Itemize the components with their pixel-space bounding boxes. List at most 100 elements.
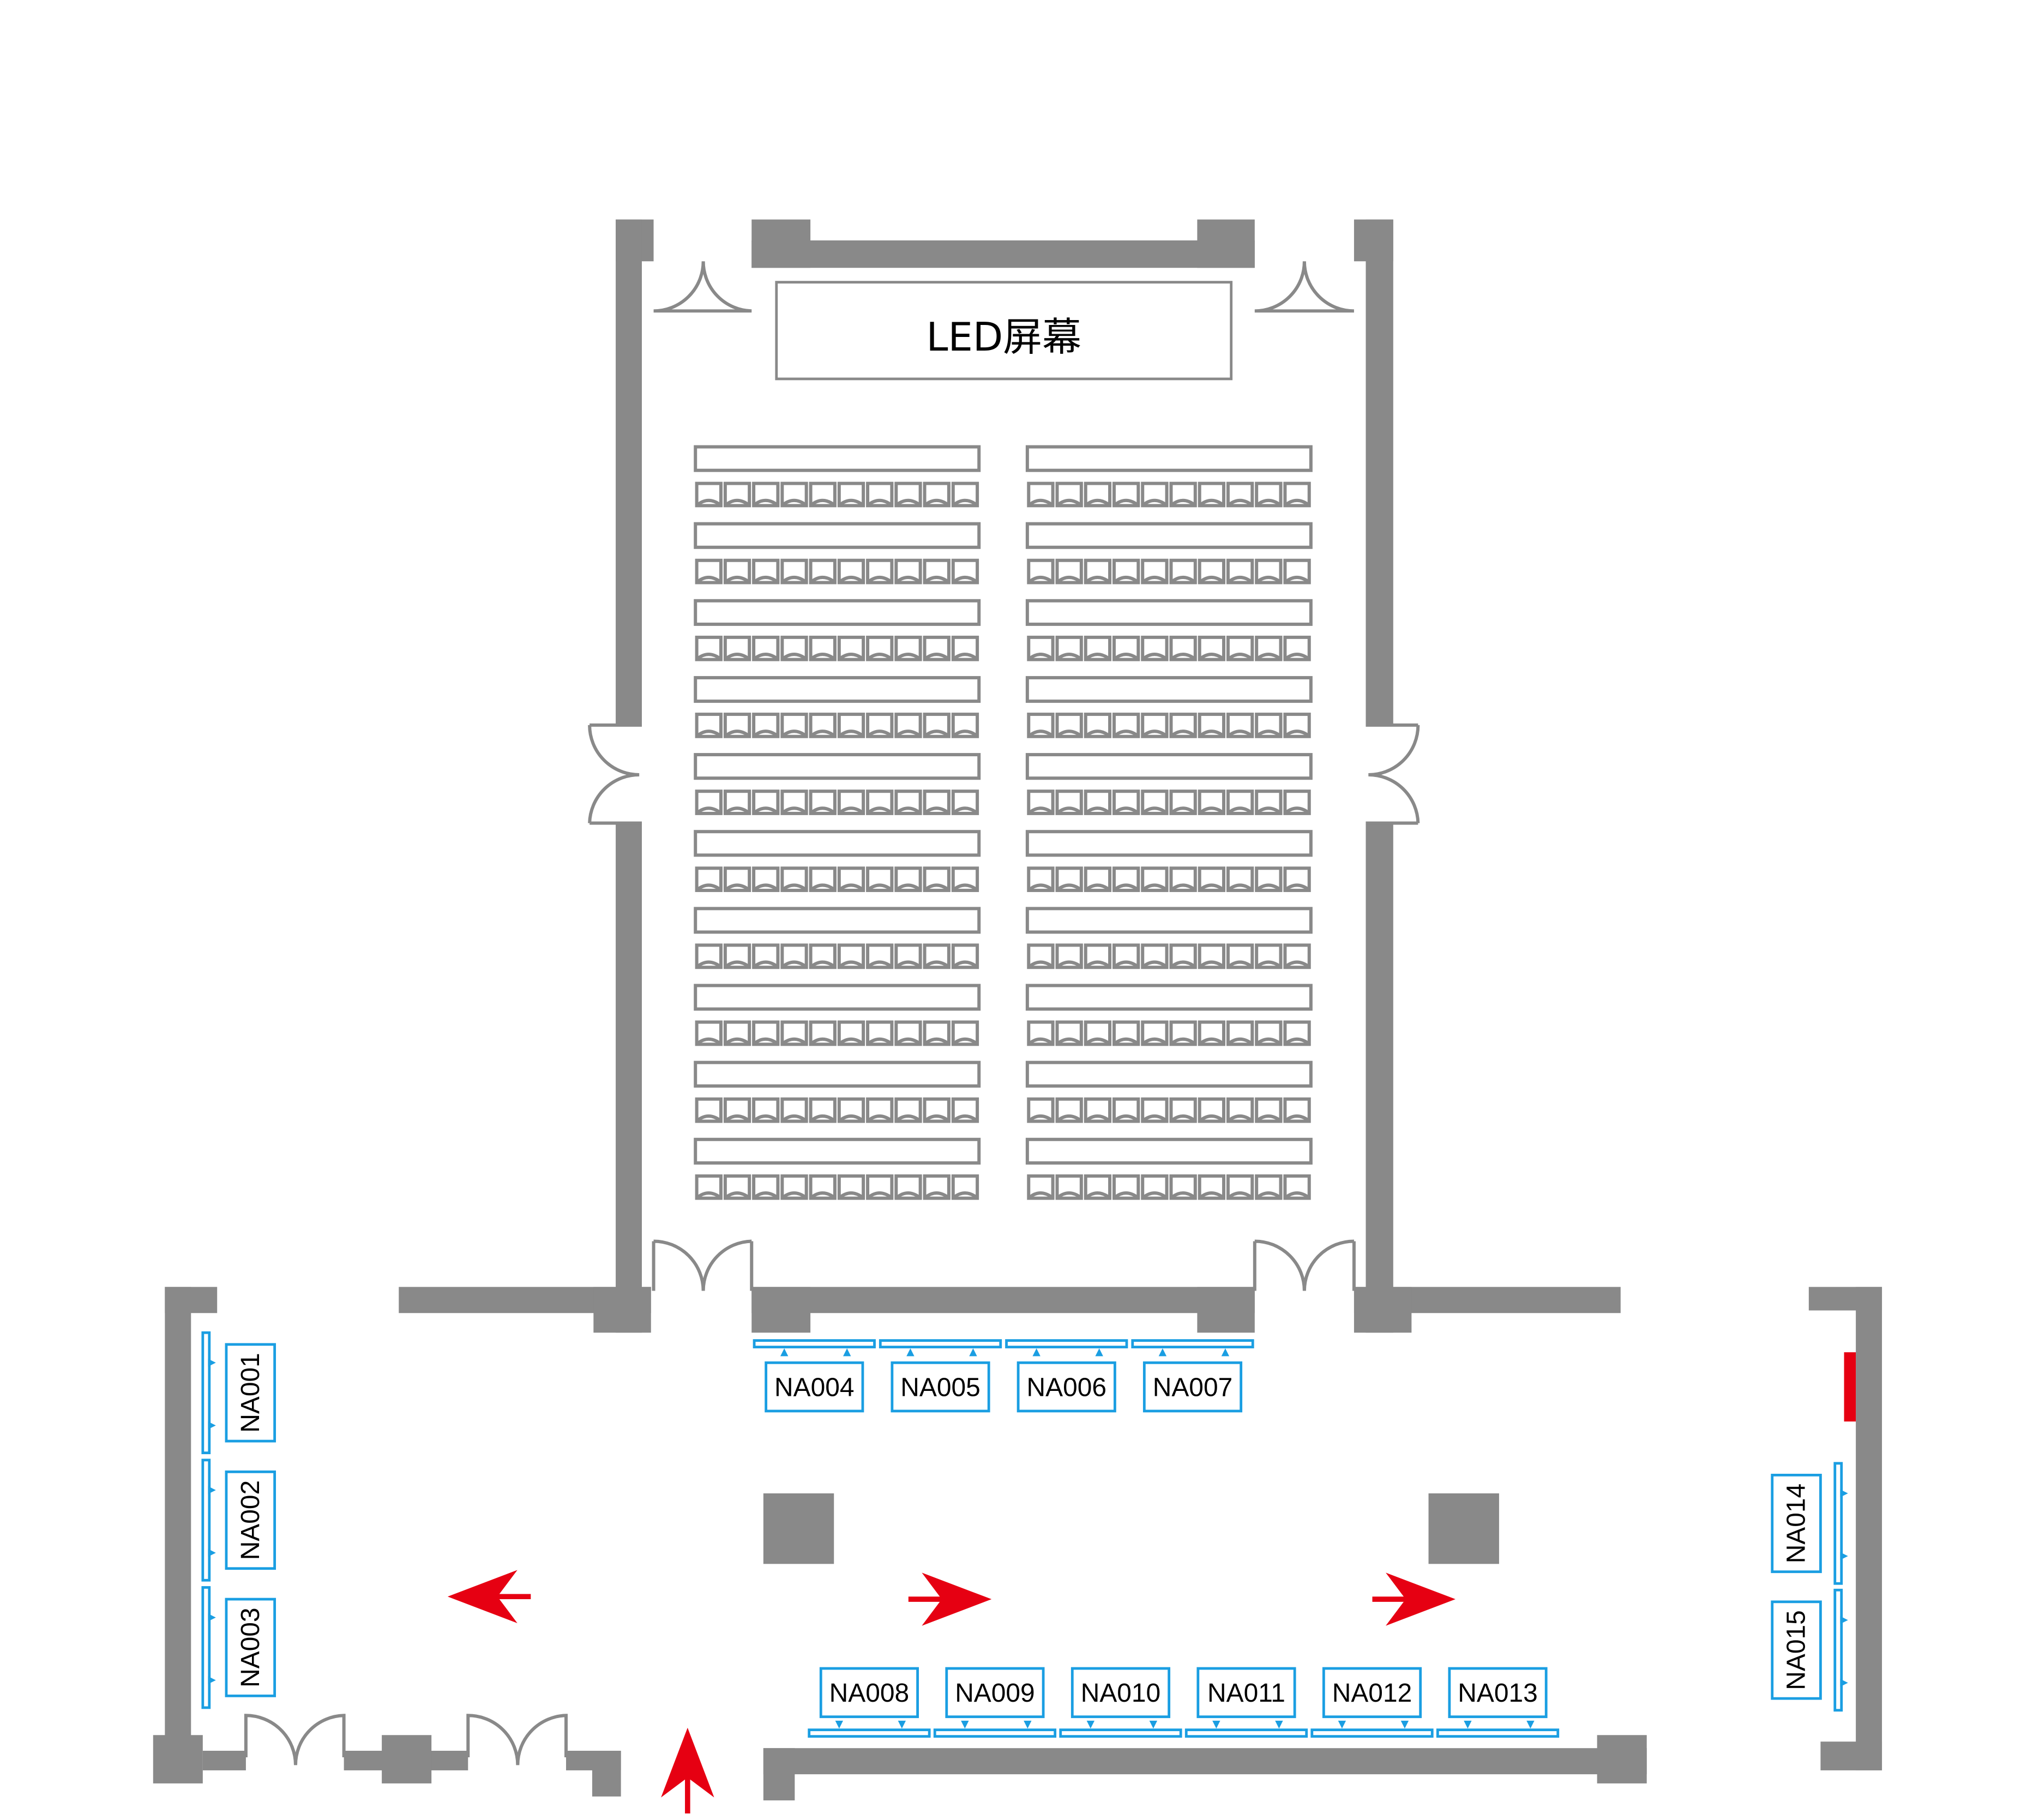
seat[interactable] <box>1169 866 1197 893</box>
seat[interactable] <box>1198 635 1226 661</box>
seat[interactable] <box>837 866 865 893</box>
seat[interactable] <box>1198 481 1226 508</box>
seat[interactable] <box>1027 943 1055 969</box>
seat[interactable] <box>780 713 808 738</box>
seat[interactable] <box>1169 943 1197 969</box>
seat[interactable] <box>1027 1097 1055 1123</box>
booth-na012[interactable]: NA012 <box>1310 1667 1434 1738</box>
seat[interactable] <box>1141 713 1169 738</box>
booth-na004[interactable]: NA004 <box>753 1339 876 1413</box>
seat[interactable] <box>866 1097 894 1123</box>
seat[interactable] <box>1226 635 1254 661</box>
seat[interactable] <box>809 481 837 508</box>
seat[interactable] <box>1084 943 1112 969</box>
seat[interactable] <box>695 1174 723 1200</box>
seat[interactable] <box>1169 713 1197 738</box>
seat[interactable] <box>1112 558 1140 584</box>
seat[interactable] <box>809 635 837 661</box>
seat[interactable] <box>780 790 808 815</box>
seat[interactable] <box>1169 481 1197 508</box>
booth-na007[interactable]: NA007 <box>1131 1339 1254 1413</box>
seat[interactable] <box>695 790 723 815</box>
seat[interactable] <box>1255 790 1283 815</box>
seat[interactable] <box>780 943 808 969</box>
seat[interactable] <box>752 1174 780 1200</box>
seat[interactable] <box>1255 1097 1283 1123</box>
seat[interactable] <box>1055 943 1083 969</box>
seat[interactable] <box>1027 1020 1055 1046</box>
seat[interactable] <box>1055 790 1083 815</box>
seat[interactable] <box>1255 866 1283 893</box>
seat[interactable] <box>752 866 780 893</box>
seat[interactable] <box>695 635 723 661</box>
seat[interactable] <box>951 866 979 893</box>
seat[interactable] <box>723 1020 751 1046</box>
seat[interactable] <box>1112 481 1140 508</box>
seat[interactable] <box>780 635 808 661</box>
seat[interactable] <box>809 1020 837 1046</box>
seat[interactable] <box>1084 558 1112 584</box>
seat[interactable] <box>723 790 751 815</box>
seat[interactable] <box>1141 943 1169 969</box>
seat[interactable] <box>1027 481 1055 508</box>
seat[interactable] <box>1255 558 1283 584</box>
seat[interactable] <box>695 866 723 893</box>
seat[interactable] <box>837 713 865 738</box>
seat[interactable] <box>695 713 723 738</box>
seat[interactable] <box>894 635 922 661</box>
seat[interactable] <box>1141 1020 1169 1046</box>
seat[interactable] <box>1255 481 1283 508</box>
seat[interactable] <box>1283 1097 1311 1123</box>
seat[interactable] <box>923 635 951 661</box>
seat[interactable] <box>809 790 837 815</box>
seat[interactable] <box>695 558 723 584</box>
seat[interactable] <box>1255 1020 1283 1046</box>
seat[interactable] <box>837 943 865 969</box>
seat[interactable] <box>1141 481 1169 508</box>
seat[interactable] <box>894 790 922 815</box>
seat[interactable] <box>951 558 979 584</box>
seat[interactable] <box>951 943 979 969</box>
seat[interactable] <box>1283 1020 1311 1046</box>
seat[interactable] <box>894 1097 922 1123</box>
seat[interactable] <box>1226 1174 1254 1200</box>
seat[interactable] <box>752 635 780 661</box>
seat[interactable] <box>1198 713 1226 738</box>
seat[interactable] <box>1027 1174 1055 1200</box>
seat[interactable] <box>1198 790 1226 815</box>
seat[interactable] <box>837 790 865 815</box>
seat[interactable] <box>723 1174 751 1200</box>
booth-na009[interactable]: NA009 <box>933 1667 1057 1738</box>
seat[interactable] <box>752 1097 780 1123</box>
seat[interactable] <box>723 943 751 969</box>
seat[interactable] <box>1141 635 1169 661</box>
booth-na015[interactable]: NA015 <box>1771 1588 1848 1712</box>
seat[interactable] <box>695 481 723 508</box>
seat[interactable] <box>1226 1020 1254 1046</box>
seat[interactable] <box>1084 790 1112 815</box>
seat[interactable] <box>866 866 894 893</box>
seat[interactable] <box>1169 558 1197 584</box>
seat[interactable] <box>1055 1020 1083 1046</box>
seat[interactable] <box>1055 558 1083 584</box>
seat[interactable] <box>723 481 751 508</box>
seat[interactable] <box>1283 713 1311 738</box>
seat[interactable] <box>951 1020 979 1046</box>
seat[interactable] <box>923 558 951 584</box>
seat[interactable] <box>866 635 894 661</box>
seat[interactable] <box>809 713 837 738</box>
seat[interactable] <box>923 481 951 508</box>
seat[interactable] <box>1055 866 1083 893</box>
seat[interactable] <box>1283 481 1311 508</box>
seat[interactable] <box>1141 1174 1169 1200</box>
seat[interactable] <box>951 481 979 508</box>
seat[interactable] <box>752 1020 780 1046</box>
seat[interactable] <box>1027 635 1055 661</box>
seat[interactable] <box>894 866 922 893</box>
seat[interactable] <box>1084 866 1112 893</box>
seat[interactable] <box>723 1097 751 1123</box>
seat[interactable] <box>866 481 894 508</box>
seat[interactable] <box>723 713 751 738</box>
seat[interactable] <box>1141 558 1169 584</box>
booth-na013[interactable]: NA013 <box>1436 1667 1560 1738</box>
